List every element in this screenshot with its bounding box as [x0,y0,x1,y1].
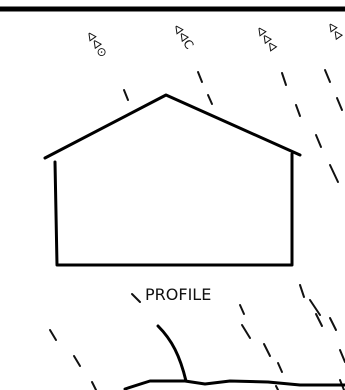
ground-stroke [158,326,186,381]
ray-tag-3: ᐊᐊᐊ [253,24,280,55]
ground-line [125,381,345,389]
profile-label: PROFILE [145,285,211,304]
house-profile [45,95,300,265]
ray-tag-4: ᐊᐊ [324,20,345,43]
ray-tag-2: ᐊᐊC [170,22,197,52]
ray-tag-1: ᐊᐊ⊙ [83,29,111,60]
sun-rays [50,70,345,390]
